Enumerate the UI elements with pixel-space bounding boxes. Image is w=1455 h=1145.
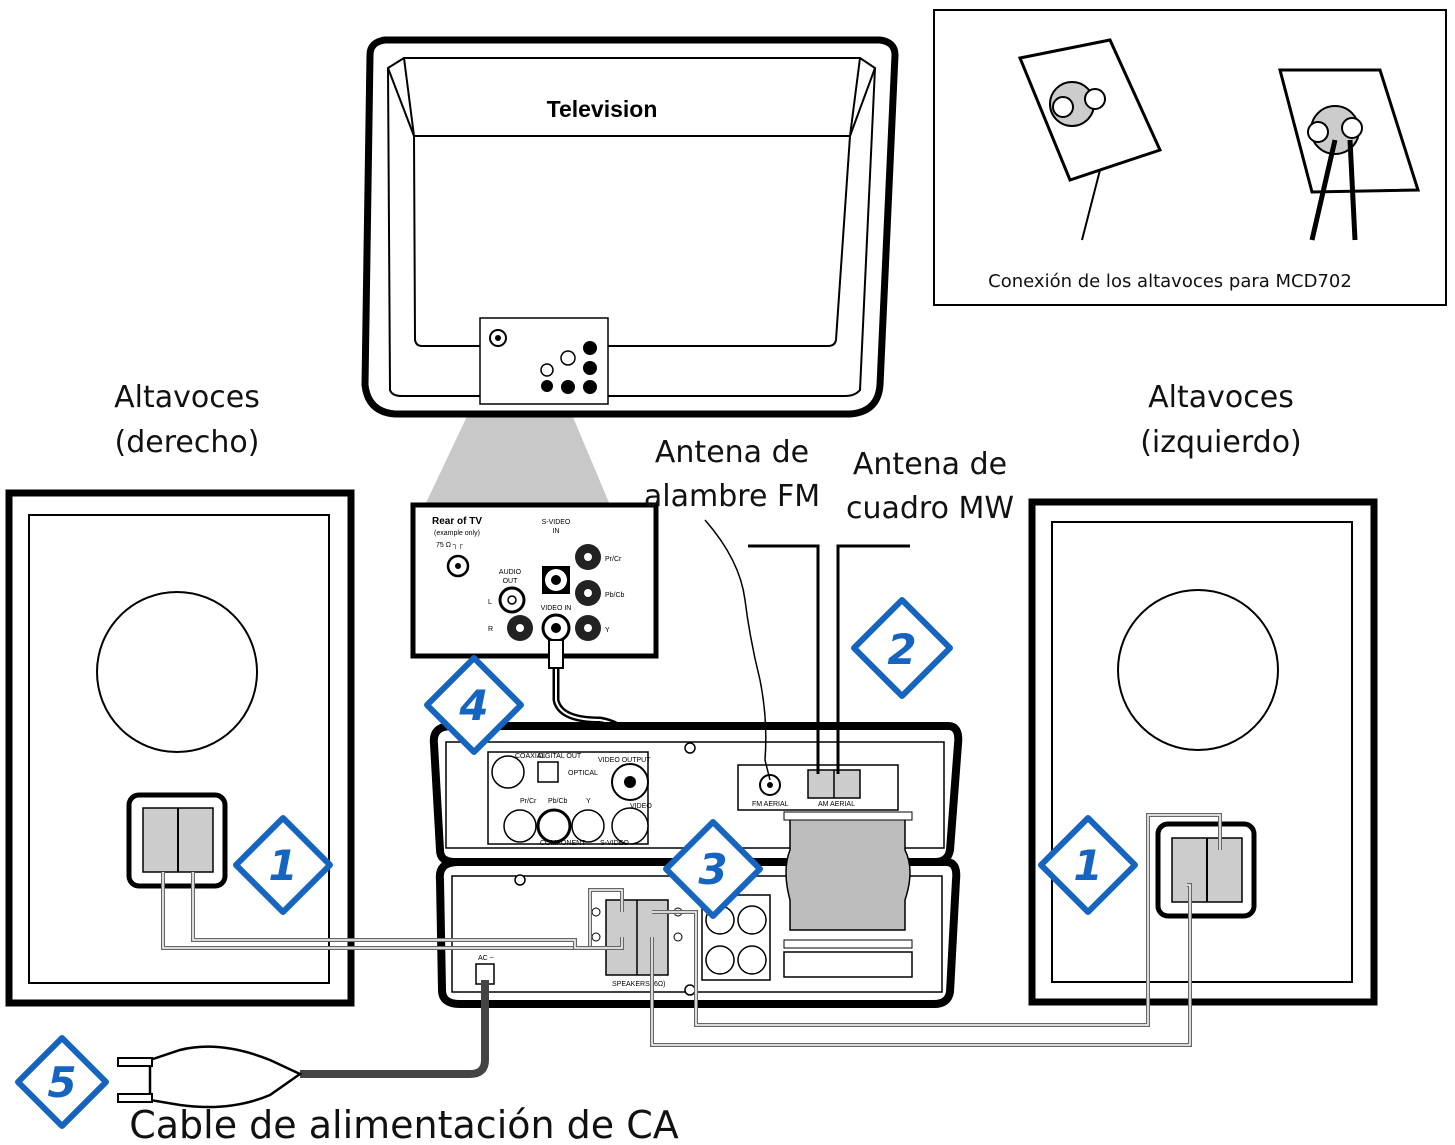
step-badge-2: 2 [851, 597, 953, 699]
tv-inset-svideo: S-VIDEO [542, 519, 571, 526]
tv-inset-ant: 75 Ω ┐┌ [436, 542, 463, 549]
tv-inset-video-in: VIDEO IN [541, 605, 572, 612]
speaker-left-label-1: Altavoces [1148, 380, 1294, 415]
speaker-right-label-1: Altavoces [114, 380, 260, 415]
unit-y: Y [586, 798, 591, 805]
unit-am-aerial: AM AERIAL [818, 801, 855, 808]
mw-antenna-leads [748, 544, 910, 774]
unit-video-output: VIDEO OUTPUT [598, 757, 651, 764]
inset-caption: Conexión de los altavoces para MCD702 [988, 271, 1352, 292]
svg-text:1: 1 [1073, 841, 1102, 890]
fm-label-2: alambre FM [644, 479, 820, 514]
step-badge-1-left: 1 [1038, 815, 1138, 915]
svg-text:4: 4 [458, 681, 488, 730]
svg-text:5: 5 [47, 1058, 76, 1107]
unit-coaxial: COAXIAL [515, 753, 545, 760]
mw-label-1: Antena de [853, 447, 1007, 482]
step-badge-4: 4 [424, 655, 524, 755]
speaker-right-label-2: (derecho) [115, 425, 260, 460]
step-badge-5: 5 [15, 1035, 109, 1129]
tv-inset-in: IN [553, 528, 560, 535]
tv-inset-out: OUT [503, 578, 519, 585]
power-cable [300, 980, 489, 1078]
speaker-left-label-2: (izquierdo) [1140, 425, 1302, 460]
unit-svideo: S-VIDEO [600, 840, 629, 847]
step-badge-1-right: 1 [233, 815, 333, 915]
ribbon-cable [785, 815, 911, 931]
tv-inset-rear-label: Rear of TV [432, 516, 482, 527]
svg-text:3: 3 [698, 845, 727, 894]
tv-title: Television [547, 96, 658, 122]
unit-component: COMPONENT [540, 840, 586, 847]
speaker-right [5, 489, 355, 1007]
tv-beam [425, 410, 610, 505]
svg-text:2: 2 [887, 625, 916, 674]
tv-inset-pbcb: Pb/Cb [605, 592, 625, 599]
unit-pb: Pb/Cb [548, 798, 568, 805]
power-cable-label: Cable de alimentación de CA [129, 1103, 679, 1145]
unit-video: VIDEO [630, 803, 652, 810]
fm-antenna-wire [704, 519, 771, 781]
unit-ac: AC ~ [478, 955, 494, 962]
unit-pr: Pr/Cr [520, 798, 537, 805]
tv-inset-y: Y [605, 627, 610, 634]
tv-inset-prcr: Pr/Cr [605, 556, 622, 563]
tv-rear-inset: Rear of TV (example only) 75 Ω ┐┌ S-VIDE… [410, 502, 659, 659]
power-plug [148, 1045, 303, 1109]
unit-speakers: SPEAKERS (6Ω) [612, 981, 665, 988]
tv-inset-r: R [488, 626, 493, 633]
television: Television [361, 36, 899, 418]
unit-digital-out: DIGITAL OUT [538, 753, 582, 760]
speaker-right-cone [96, 591, 258, 753]
speaker-connection-inset: Conexión de los altavoces para MCD702 [933, 9, 1447, 306]
fm-label-1: Antena de [655, 435, 809, 470]
speaker-left [1028, 498, 1378, 1006]
tv-inset-audio: AUDIO [499, 569, 522, 576]
unit-fm-aerial: FM AERIAL [752, 801, 789, 808]
step-badge-3: 3 [663, 819, 763, 919]
unit-optical: OPTICAL [568, 770, 598, 777]
tv-inset-l: L [488, 599, 492, 606]
speaker-left-cone [1117, 589, 1279, 751]
svg-text:1: 1 [268, 841, 297, 890]
mw-label-2: cuadro MW [846, 491, 1014, 526]
tv-inset-example: (example only) [434, 530, 480, 537]
